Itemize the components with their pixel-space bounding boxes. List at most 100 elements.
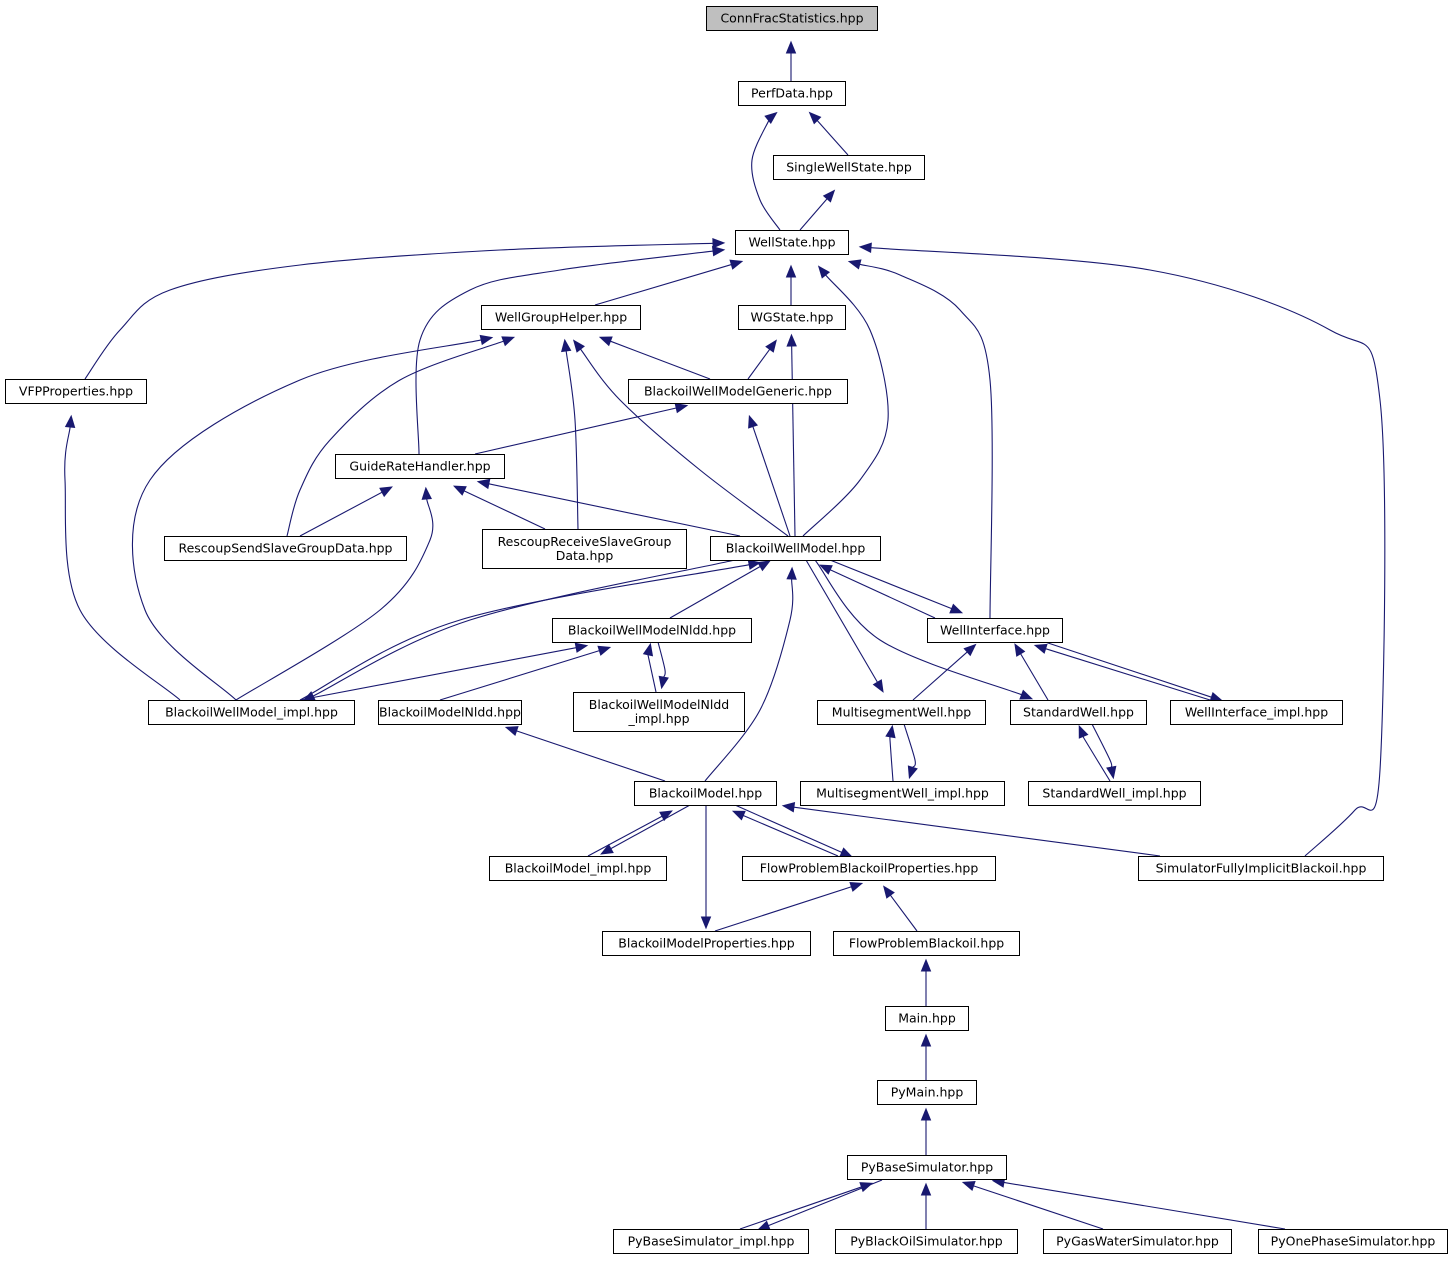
node-box[interactable] — [877, 1080, 977, 1105]
node-box[interactable] — [1138, 856, 1384, 881]
node-box[interactable] — [481, 305, 641, 330]
node-pygaswatersim[interactable]: PyGasWaterSimulator.hpp — [1043, 1229, 1232, 1254]
node-label: PyBlackOilSimulator.hpp — [850, 1234, 1003, 1249]
arrowhead-icon — [1033, 643, 1048, 654]
arrowhead-icon — [731, 810, 746, 821]
edge-line — [610, 804, 691, 850]
node-fpb[interactable]: FlowProblemBlackoil.hpp — [833, 931, 1020, 956]
node-box[interactable] — [1258, 1229, 1448, 1254]
node-connfrac[interactable]: ConnFracStatistics.hpp — [706, 6, 878, 31]
node-rescoupsend[interactable]: RescoupSendSlaveGroupData.hpp — [164, 536, 407, 561]
node-bmprops[interactable]: BlackoilModelProperties.hpp — [602, 931, 811, 956]
node-label: RescoupReceiveSlaveGroup — [498, 534, 672, 549]
node-bwmnldd[interactable]: BlackoilWellModelNldd.hpp — [552, 618, 752, 643]
node-bmimpl[interactable]: BlackoilModel_impl.hpp — [489, 856, 667, 881]
edge-bm-to-bmnldd — [504, 726, 666, 782]
node-box[interactable] — [573, 692, 745, 732]
node-box[interactable] — [164, 536, 407, 561]
node-wellstate[interactable]: WellState.hpp — [735, 230, 849, 255]
arrowhead-icon — [885, 724, 896, 739]
node-wellgrouphelper[interactable]: WellGroupHelper.hpp — [481, 305, 641, 330]
node-wellinterfaceimpl[interactable]: WellInterface_impl.hpp — [1170, 700, 1343, 725]
node-stdwellimpl[interactable]: StandardWell_impl.hpp — [1028, 781, 1201, 806]
node-main[interactable]: Main.hpp — [885, 1006, 969, 1031]
node-box[interactable] — [835, 1229, 1018, 1254]
node-box[interactable] — [552, 618, 752, 643]
node-box[interactable] — [1010, 700, 1147, 725]
node-box[interactable] — [634, 781, 777, 806]
node-box[interactable] — [1043, 1229, 1232, 1254]
node-bmnldd[interactable]: BlackoilModelNldd.hpp — [378, 700, 522, 725]
node-pymain[interactable]: PyMain.hpp — [877, 1080, 977, 1105]
node-box[interactable] — [800, 781, 1005, 806]
edge-pyblackoilsim-to-pybasesim — [920, 1182, 932, 1229]
node-wgstate[interactable]: WGState.hpp — [738, 305, 846, 330]
node-box[interactable] — [735, 230, 849, 255]
node-pyblackoilsim[interactable]: PyBlackOilSimulator.hpp — [835, 1229, 1018, 1254]
node-box[interactable] — [847, 1155, 1007, 1180]
node-box[interactable] — [628, 379, 848, 404]
node-box[interactable] — [5, 379, 147, 404]
edge-mswell-to-wellinterface — [912, 643, 977, 701]
edge-guideratehandler-to-bwmgeneric — [474, 403, 689, 455]
node-box[interactable] — [148, 700, 355, 725]
node-label: WGState.hpp — [751, 310, 834, 325]
node-stdwell[interactable]: StandardWell.hpp — [1010, 700, 1147, 725]
node-box[interactable] — [710, 536, 881, 561]
node-label: ConnFracStatistics.hpp — [720, 11, 863, 26]
edge-bwm-to-bwmgeneric — [748, 414, 791, 537]
edge-bwm-to-mswell — [805, 559, 884, 693]
node-box[interactable] — [482, 529, 687, 569]
node-box[interactable] — [927, 618, 1063, 643]
node-wellinterface[interactable]: WellInterface.hpp — [927, 618, 1063, 643]
node-perfdata[interactable]: PerfData.hpp — [738, 81, 846, 106]
node-simfib[interactable]: SimulatorFullyImplicitBlackoil.hpp — [1138, 856, 1384, 881]
arrowhead-icon — [883, 885, 895, 899]
node-box[interactable] — [738, 305, 846, 330]
node-pyonephasesim[interactable]: PyOnePhaseSimulator.hpp — [1258, 1229, 1448, 1254]
edge-bm-to-bmimpl — [600, 804, 691, 855]
edge-line — [669, 565, 761, 619]
node-guideratehandler[interactable]: GuideRateHandler.hpp — [335, 454, 505, 479]
node-box[interactable] — [706, 6, 878, 31]
node-bwmimpl[interactable]: BlackoilWellModel_impl.hpp — [148, 700, 355, 725]
edge-line — [903, 723, 916, 768]
node-box[interactable] — [602, 931, 811, 956]
node-box[interactable] — [773, 155, 925, 180]
node-box[interactable] — [1170, 700, 1343, 725]
node-vfpproperties[interactable]: VFPProperties.hpp — [5, 379, 147, 404]
node-box[interactable] — [833, 931, 1020, 956]
edge-line — [829, 569, 936, 619]
node-fpbprops[interactable]: FlowProblemBlackoilProperties.hpp — [742, 856, 996, 881]
edge-bwm-to-wgstate — [786, 333, 797, 537]
edge-line — [1091, 723, 1113, 768]
node-label: PerfData.hpp — [751, 86, 833, 101]
node-bwm[interactable]: BlackoilWellModel.hpp — [710, 536, 881, 561]
edge-bwmimpl-to-vfpproperties — [64, 414, 181, 701]
arrowhead-icon — [1106, 765, 1117, 780]
edge-wellinterfaceimpl-to-wellinterface — [1033, 643, 1211, 701]
node-mswell[interactable]: MultisegmentWell.hpp — [817, 700, 986, 725]
node-box[interactable] — [738, 81, 846, 106]
node-box[interactable] — [335, 454, 505, 479]
node-pybasesimimpl[interactable]: PyBaseSimulator_impl.hpp — [613, 1229, 809, 1254]
node-pybasesim[interactable]: PyBaseSimulator.hpp — [847, 1155, 1007, 1180]
node-singlewellstate[interactable]: SingleWellState.hpp — [773, 155, 925, 180]
node-box[interactable] — [817, 700, 986, 725]
arrowhead-icon — [476, 478, 491, 490]
node-bwmgeneric[interactable]: BlackoilWellModelGeneric.hpp — [628, 379, 848, 404]
arrowhead-icon — [872, 679, 884, 693]
node-mswellimpl[interactable]: MultisegmentWell_impl.hpp — [800, 781, 1005, 806]
node-box[interactable] — [1028, 781, 1201, 806]
edge-line — [610, 340, 711, 380]
node-label: BlackoilModel_impl.hpp — [505, 861, 652, 876]
node-box[interactable] — [613, 1229, 809, 1254]
node-box[interactable] — [885, 1006, 969, 1031]
node-bwmnlddimpl[interactable]: BlackoilWellModelNldd_impl.hpp — [573, 692, 745, 732]
node-box[interactable] — [742, 856, 996, 881]
node-bm[interactable]: BlackoilModel.hpp — [634, 781, 777, 806]
node-box[interactable] — [378, 700, 522, 725]
edge-line — [516, 730, 666, 782]
node-box[interactable] — [489, 856, 667, 881]
